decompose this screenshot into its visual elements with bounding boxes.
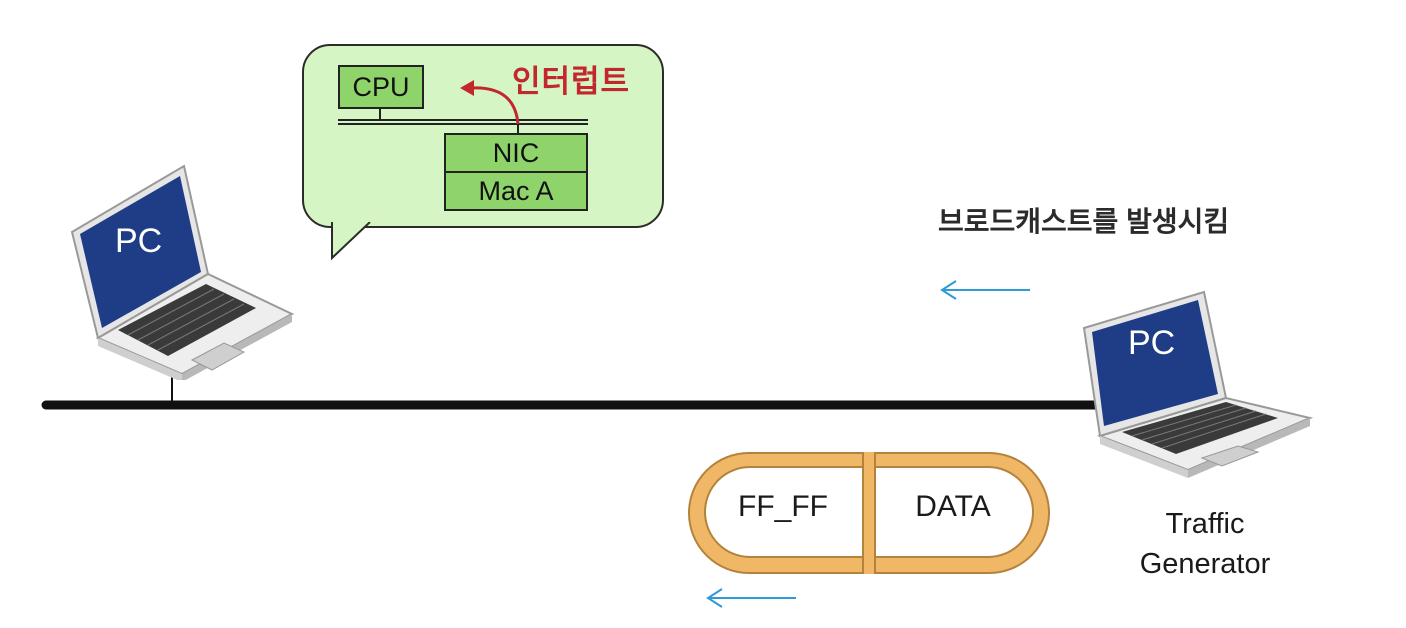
left-pc-screen-label: PC [115, 222, 163, 260]
caption-line-1: Traffic [1165, 508, 1245, 540]
packet-divider [862, 452, 876, 574]
caption-line-2: Generator [1139, 548, 1271, 580]
arrow-left-icon [706, 588, 796, 608]
cpu-box: CPU [338, 65, 424, 109]
nic-box: NIC Mac A [444, 133, 588, 211]
nic-label: NIC [446, 135, 586, 173]
traffic-generator-caption: Traffic Generator [1100, 504, 1310, 584]
right-pc-screen-label: PC [1128, 324, 1176, 362]
mac-label: Mac A [478, 175, 554, 206]
laptop-icon [70, 164, 295, 380]
speech-bubble-tail [331, 222, 371, 261]
broadcast-caption: 브로드캐스트를 발생시킴 [938, 206, 1230, 237]
arrow-left-icon [940, 280, 1030, 300]
packet-payload-label: DATA [915, 490, 991, 523]
internal-bus [338, 108, 588, 134]
packet-destination-label: FF_FF [738, 490, 828, 523]
laptop-icon [1082, 290, 1314, 478]
curved-arrow-icon [460, 80, 520, 125]
interrupt-label: 인터럽트 [512, 64, 631, 99]
cpu-label: CPU [352, 71, 410, 102]
